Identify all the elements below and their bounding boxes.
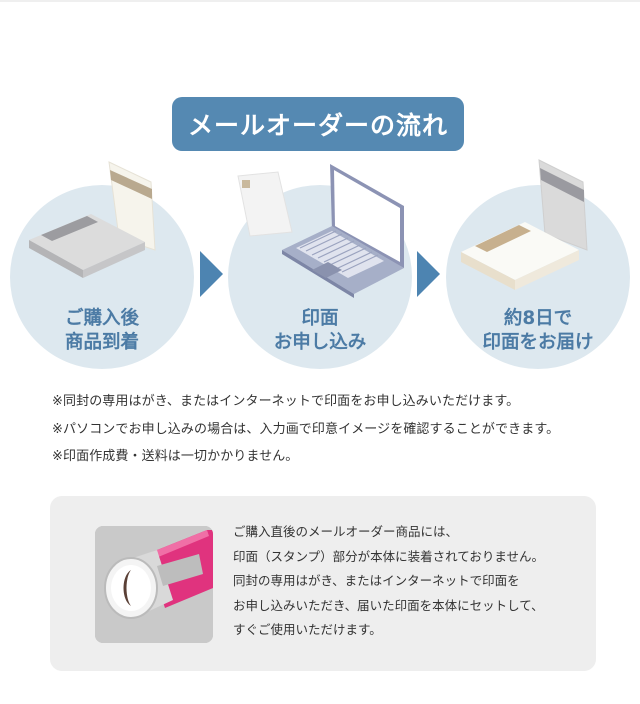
info-box: ご購入直後のメールオーダー商品には、 印面（スタンプ）部分が本体に装着されており… [50, 496, 596, 671]
section-title-text: メールオーダーの流れ [187, 111, 448, 140]
info-text: ご購入直後のメールオーダー商品には、 印面（スタンプ）部分が本体に装着されており… [233, 520, 544, 643]
stamp-pen-without-face-icon [95, 526, 213, 643]
step-3-line2: 印面をお届け [482, 332, 594, 353]
arrow-right-icon [417, 251, 440, 297]
delivered-package-icon [461, 159, 588, 290]
info-line-1: ご購入直後のメールオーダー商品には、 [233, 524, 459, 539]
note-1: ※同封の専用はがき、またはインターネットで印面をお申し込みいただけます。 [52, 394, 520, 409]
info-line-3: 同封の専用はがき、またはインターネットで印面を [233, 573, 520, 588]
laptop-and-postcard-icon [237, 164, 404, 298]
step-3-label: 約8日で 印面をお届け [446, 307, 630, 355]
arrow-right-icon [200, 251, 223, 297]
step-2-line2: お申し込み [273, 332, 367, 353]
step-1: ご購入後 商品到着 [10, 185, 194, 369]
top-divider [0, 0, 640, 2]
package-and-envelope-icon [29, 161, 156, 278]
step-1-label: ご購入後 商品到着 [10, 307, 194, 355]
step-2-label: 印面 お申し込み [228, 307, 412, 355]
step-3-line1: 約8日で [503, 308, 573, 329]
stamp-pen-image [95, 526, 213, 643]
note-2: ※パソコンでお申し込みの場合は、入力画で印意イメージを確認することができます。 [52, 421, 560, 437]
notes-list: ※同封の専用はがき、またはインターネットで印面をお申し込みいただけます。 ※パソ… [52, 388, 559, 471]
step-1-line1: ご購入後 [64, 308, 139, 329]
info-line-5: すぐご使用いただけます。 [233, 622, 382, 637]
step-2-line1: 印面 [301, 308, 339, 329]
section-title: メールオーダーの流れ [172, 97, 464, 151]
info-line-4: お申し込みいただき、届いた印面を本体にセットして、 [233, 597, 544, 613]
info-line-2: 印面（スタンプ）部分が本体に装着されておりません。 [233, 548, 545, 564]
step-1-line2: 商品到着 [64, 332, 139, 353]
note-3: ※印面作成費・送料は一切かかりません。 [52, 449, 299, 464]
